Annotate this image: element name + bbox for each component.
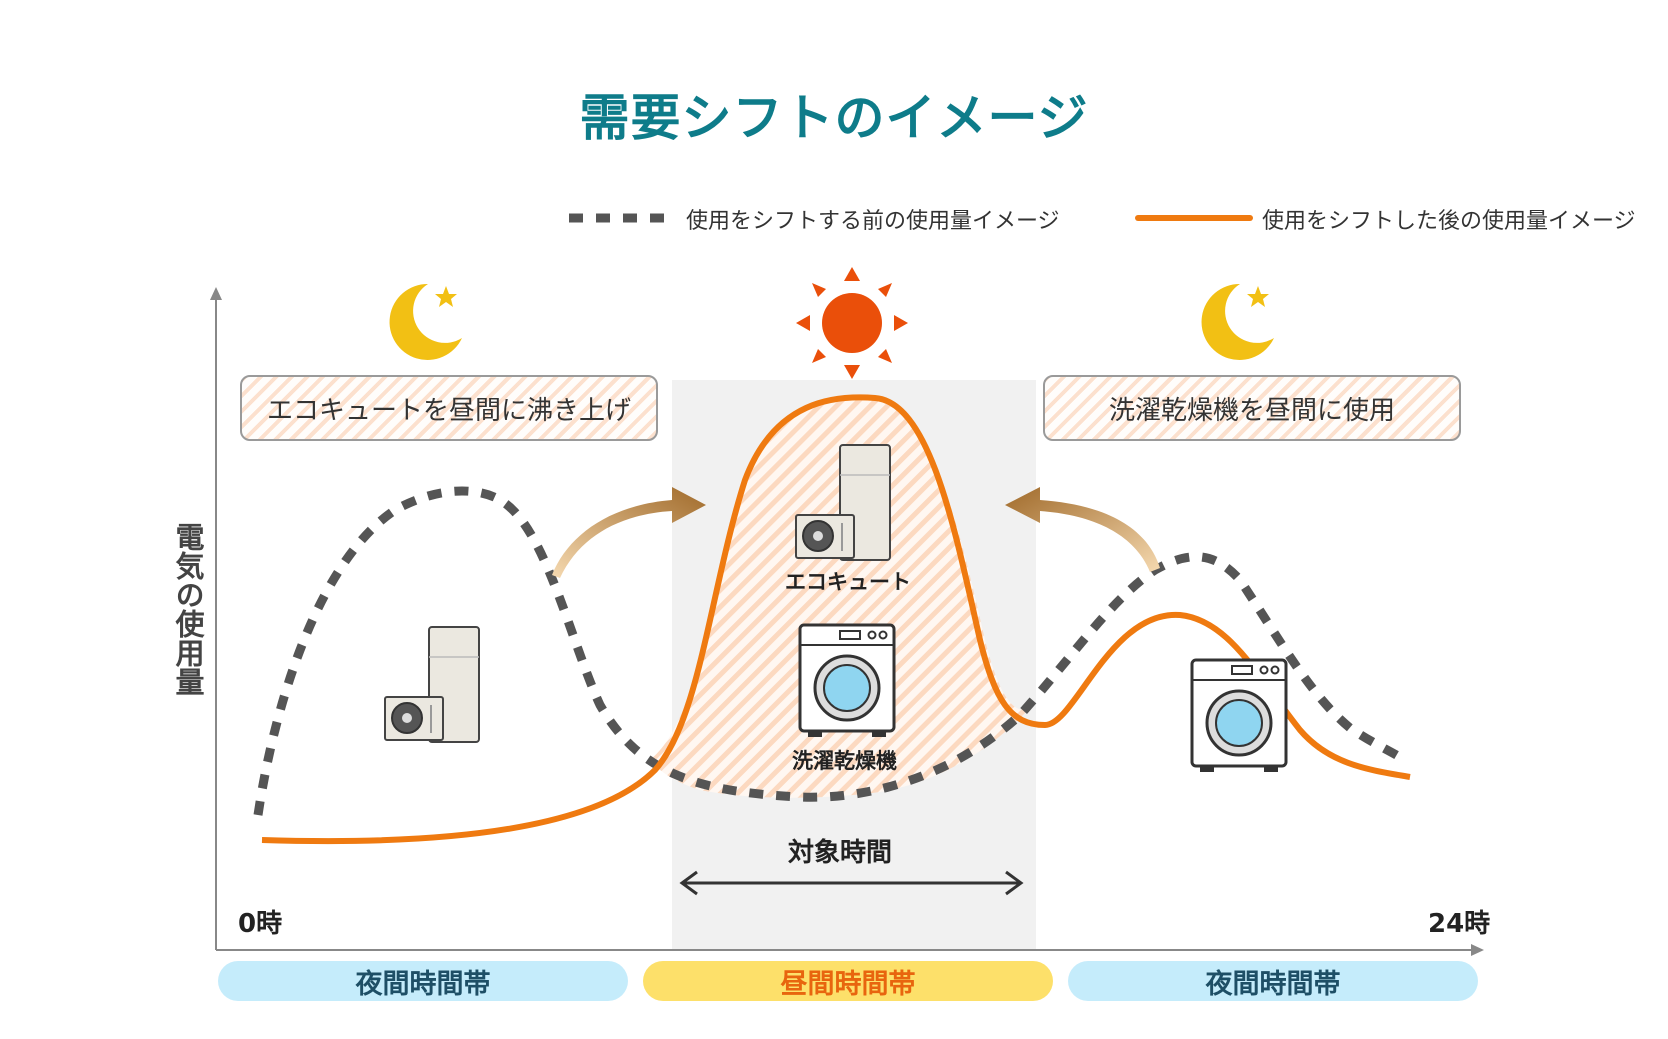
page-title: 需要シフトのイメージ — [579, 89, 1089, 147]
legend-before-label: 使用をシフトする前の使用量イメージ — [686, 209, 1060, 234]
after-usage-line — [261, 394, 1411, 845]
axes — [210, 287, 1484, 956]
callout-dryer-shift: 洗濯乾燥機を昼間に使用 — [1043, 375, 1461, 441]
x-axis-end-label: 24時 — [1428, 909, 1491, 939]
dryer-label: 洗濯乾燥機 — [792, 749, 897, 773]
moon-icon — [389, 283, 462, 360]
x-axis-start-label: 0時 — [238, 909, 283, 939]
sun-icon — [796, 267, 908, 379]
target-time-label: 対象時間 — [788, 838, 893, 868]
shift-arrow-left — [552, 487, 706, 578]
washer-dryer-icon — [798, 623, 896, 737]
ecocute-label: エコキュート — [785, 570, 911, 594]
target-time-arrow — [679, 870, 1024, 896]
legend-after-label: 使用をシフトした後の使用量イメージ — [1262, 209, 1636, 234]
ecocute-icon — [795, 444, 891, 561]
moon-icon — [1201, 283, 1274, 360]
y-axis-label: 電気の使用量 — [171, 522, 205, 696]
shift-arrow-right — [1005, 487, 1160, 572]
shift-area — [650, 397, 1030, 798]
washer-dryer-icon — [1190, 658, 1288, 772]
band-daytime: 昼間時間帯 — [643, 961, 1053, 1001]
callout-ecocute-shift: エコキュートを昼間に沸き上げ — [240, 375, 658, 441]
band-night-early: 夜間時間帯 — [218, 961, 628, 1001]
ecocute-icon — [384, 626, 480, 743]
band-night-late: 夜間時間帯 — [1068, 961, 1478, 1001]
